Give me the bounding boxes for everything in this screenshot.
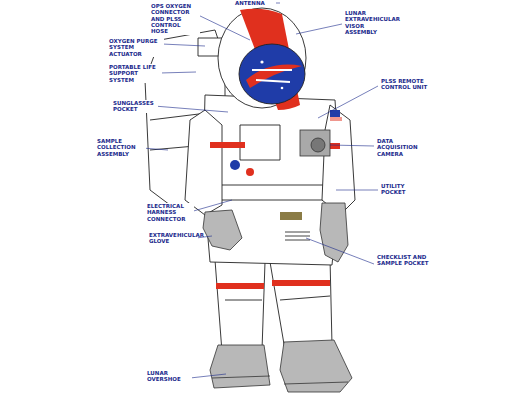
- part-label: LUNAR OVERSHOE: [146, 370, 192, 383]
- part-label: DATA ACQUISITION CAMERA: [376, 138, 430, 157]
- part-label: SUNGLASSES POCKET: [112, 100, 158, 113]
- part-label: OPS OXYGEN CONNECTOR AND PLSS CONTROL HO…: [150, 3, 200, 35]
- part-label: OXYGEN PURGE SYSTEM ACTUATOR: [108, 38, 164, 57]
- part-label: CHECKLIST AND SAMPLE POCKET: [376, 254, 434, 267]
- part-label: LUNAR EXTRAVEHICULAR VISOR ASSEMBLY: [344, 10, 398, 35]
- part-label: ANTENNA: [234, 0, 276, 6]
- part-label: EXTRAVEHICULAR GLOVE: [148, 232, 198, 245]
- part-label: ELECTRICAL HARNESS CONNECTOR: [146, 203, 194, 222]
- part-label: PLSS REMOTE CONTROL UNIT: [380, 78, 430, 91]
- part-label: UTILITY POCKET: [380, 183, 426, 196]
- part-label: SAMPLE COLLECTION ASSEMBLY: [96, 138, 146, 157]
- part-label: PORTABLE LIFE SUPPORT SYSTEM: [108, 64, 162, 83]
